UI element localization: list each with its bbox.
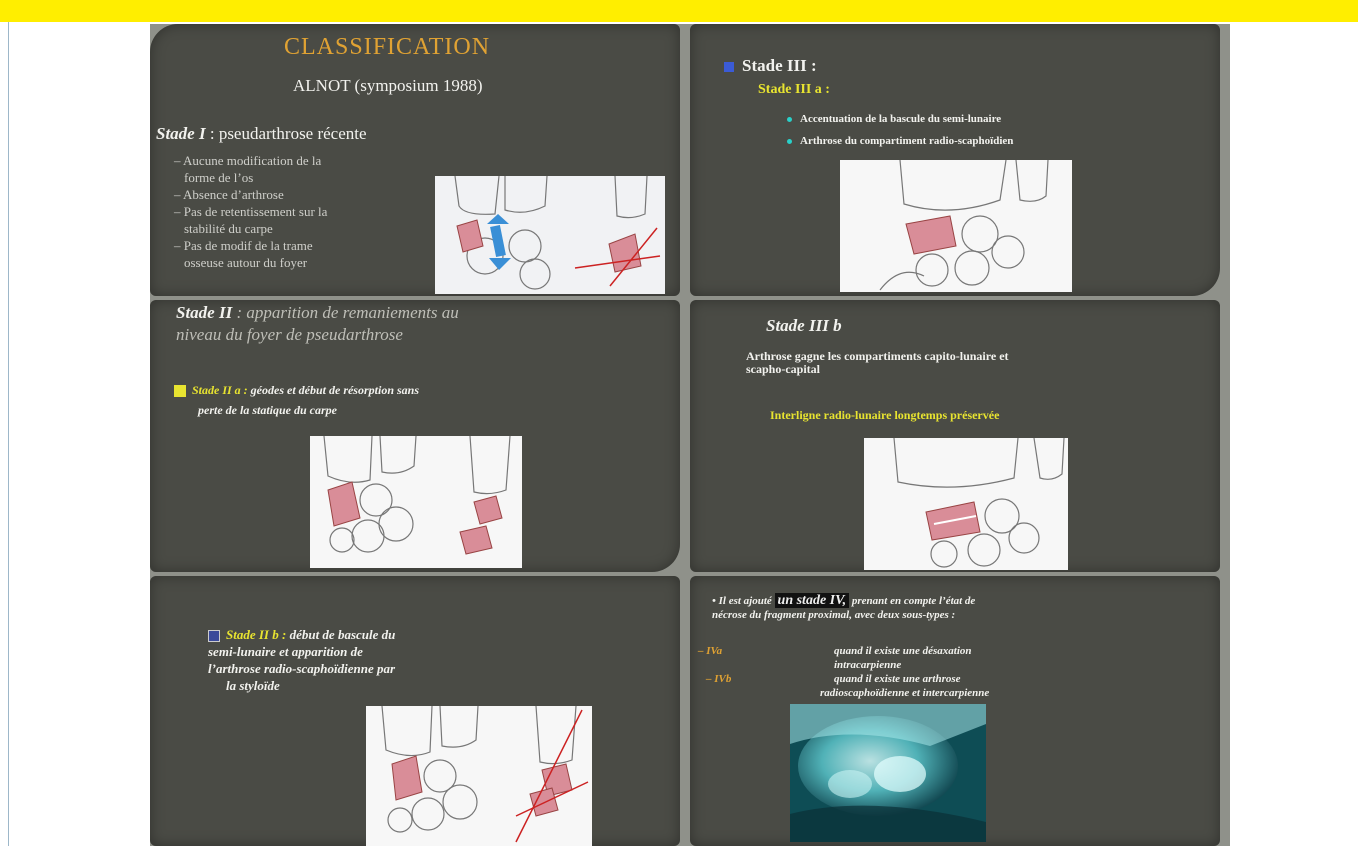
stade-2b-line3: l’arthrose radio-scaphoïdienne par [208,660,395,677]
stade-4-intro: • Il est ajouté un stade IV, prenant en … [712,594,975,622]
stade-2a-text2: perte de la statique du carpe [174,403,337,417]
top-yellow-bar [0,0,1358,22]
yellow-square-bullet-icon [174,385,186,397]
stade-2b-label: Stade II b : [226,627,286,642]
stade-2-line1: : apparition de remaniements au [232,303,458,322]
type-iva-text1: quand il existe une désaxation [834,644,972,658]
stade-2b-line1: Stade II b : début de bascule du [208,626,395,643]
list-item: – Pas de modif de la trame [174,237,327,254]
stade-1-heading: Stade I : pseudarthrose récente [156,124,367,144]
stade-3b-highlight: Interligne radio-lunaire longtemps prése… [770,408,999,423]
panel-stade-3a: Stade III : Stade III a : Accentuation d… [690,24,1220,296]
stade-4-intro-text2: prenant en compte l’état de [849,595,975,607]
stade-3-heading: Stade III : [724,56,817,76]
type-iva-text2: intracarpienne [834,658,901,672]
stade-1-wrist-diagram [435,176,665,294]
teal-dot-bullet-icon [787,139,792,144]
stade-4-strong: un stade IV, [775,593,850,608]
list-item: stabilité du carpe [174,220,327,237]
panel-stade-2b: Stade II b : début de bascule du semi-lu… [150,576,680,846]
blue-square-bullet-icon [724,62,734,72]
stade-2a-text1: géodes et début de résorption sans [248,383,419,397]
classification-figure: CLASSIFICATION ALNOT (symposium 1988) St… [150,24,1230,846]
list-item: – Absence d’arthrose [174,186,327,203]
type-iva-row2: intracarpienne [698,658,1198,672]
type-ivb-row2: radioscaphoïdienne et intercarpienne [698,686,1198,700]
classification-title: CLASSIFICATION [284,34,490,61]
type-ivb-text1: quand il existe une arthrose [834,672,961,686]
type-ivb-text2: radioscaphoïdienne et intercarpienne [820,686,989,700]
stade-3a-wrist-diagram [840,160,1072,292]
stade-3a-subheading: Stade III a : [758,82,830,98]
stade-3-heading-text: Stade III : [742,56,817,75]
stade-3b-line2: scapho-capital [746,363,1009,376]
stade-4-intro-line2: nécrose du fragment proximal, avec deux … [712,608,975,622]
stade-2-heading: Stade II : apparition de remaniements au… [176,302,459,346]
stade-3a-list: Accentuation de la bascule du semi-lunai… [787,108,1013,152]
blue-square-bullet-icon [208,630,220,642]
stade-4-intro-line1: • Il est ajouté un stade IV, prenant en … [712,594,975,608]
panel-stade-2a: Stade II : apparition de remaniements au… [150,300,680,572]
stade-2-label: Stade II [176,303,232,322]
stade-2a-label: Stade II a : [192,383,248,397]
panel-stade-1: CLASSIFICATION ALNOT (symposium 1988) St… [150,24,680,296]
type-iva-row: – IVa quand il existe une désaxation [698,644,1198,658]
list-item: forme de l’os [174,169,327,186]
stade-2-line2: niveau du foyer de pseudarthrose [176,325,403,344]
list-item: Arthrose du compartiment radio-scaphoïdi… [787,130,1013,152]
type-ivb-label: – IVb [698,673,731,685]
list-item: Accentuation de la bascule du semi-lunai… [787,108,1013,130]
stade-4-intro-text1: • Il est ajouté [712,595,772,607]
stade-2b-text: Stade II b : début de bascule du semi-lu… [208,626,395,694]
stade-1-label: Stade I [156,124,206,143]
teal-dot-bullet-icon [787,117,792,122]
stade-2b-text1: début de bascule du [286,627,395,642]
stade-1-list: – Aucune modification de la forme de l’o… [174,152,327,271]
stade-4-xray-image [790,704,986,842]
list-item: osseuse autour du foyer [174,254,327,271]
panel-stade-3b: Stade III b Arthrose gagne les compartim… [690,300,1220,572]
stade-3b-heading: Stade III b [766,316,842,336]
left-border-line [8,22,9,846]
stade-3b-wrist-diagram [864,438,1068,570]
stade-2a-text: Stade II a : géodes et début de résorpti… [174,380,419,420]
stade-2b-line4: la styloïde [208,677,395,694]
stade-3b-text: Arthrose gagne les compartiments capito-… [746,350,1009,376]
stade-2b-wrist-diagram [366,706,592,846]
list-item: – Aucune modification de la [174,152,327,169]
type-iva-label: – IVa [698,645,722,657]
bullet-text: Accentuation de la bascule du semi-lunai… [800,113,1001,125]
stade-1-text: : pseudarthrose récente [206,124,367,143]
list-item: – Pas de retentissement sur la [174,203,327,220]
stade-2a-wrist-diagram [310,436,522,568]
type-ivb-row: – IVb quand il existe une arthrose [698,672,1198,686]
panel-stade-4: • Il est ajouté un stade IV, prenant en … [690,576,1220,846]
stade-2b-line2: semi-lunaire et apparition de [208,643,395,660]
bullet-text: Arthrose du compartiment radio-scaphoïdi… [800,135,1013,147]
classification-subtitle: ALNOT (symposium 1988) [293,76,483,96]
stade-4-types: – IVa quand il existe une désaxation intr… [698,644,1198,700]
